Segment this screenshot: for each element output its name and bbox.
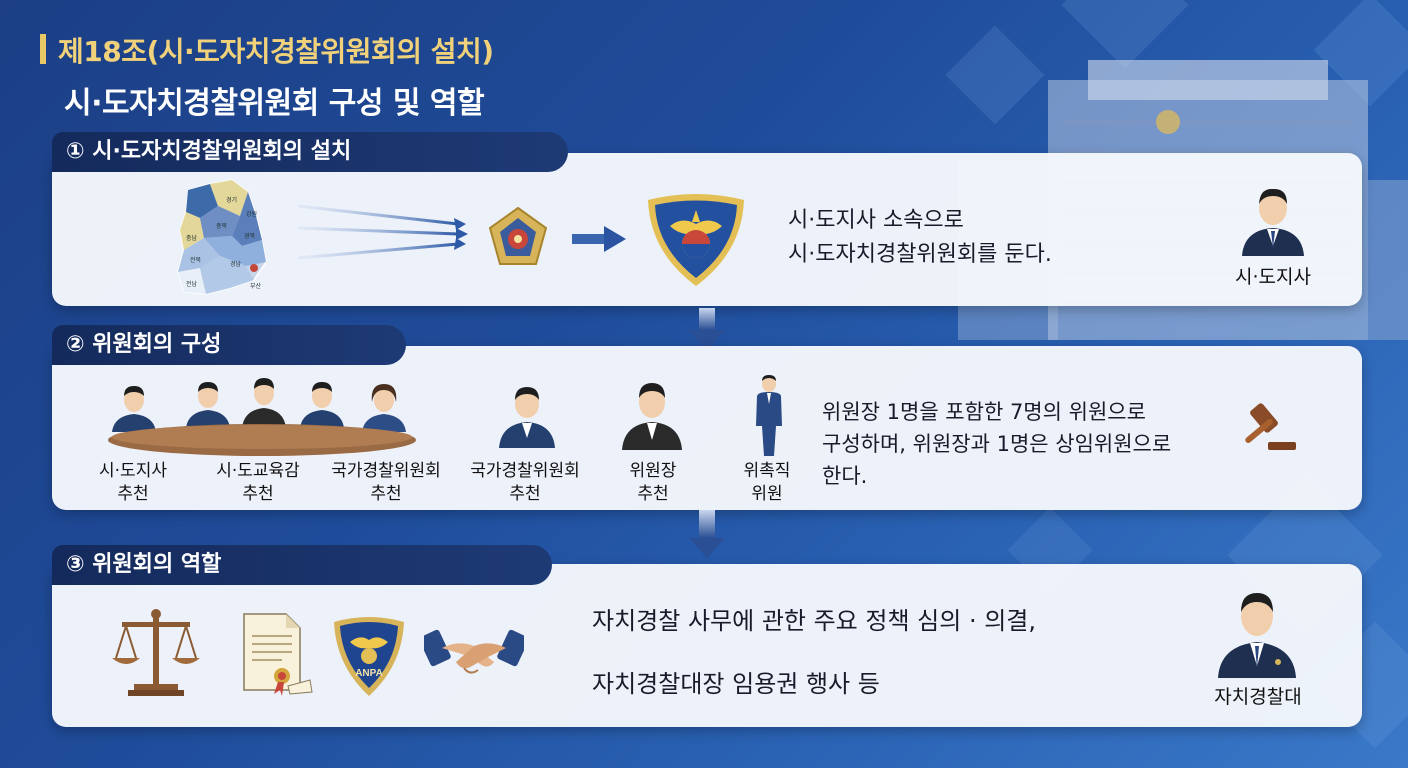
group-1-caption-line-2: 추천 (117, 484, 149, 504)
section-3-tab-label: ③ 위원회의 역할 (66, 552, 222, 577)
group-2-caption-line-1: 시·도교육감 (216, 461, 300, 481)
connector-2-3-arrow (689, 538, 725, 558)
group-4-caption: 국가경찰위원회 추천 (458, 460, 592, 506)
autonomous-police-caption: 자치경찰대 (1214, 686, 1302, 708)
section-1-tab: ① 시·도자치경찰위원회의 설치 (52, 132, 568, 172)
svg-text:경남: 경남 (230, 260, 242, 268)
svg-text:경기: 경기 (226, 196, 237, 204)
governor-caption: 시·도지사 (1235, 266, 1311, 288)
scales-of-justice-icon (112, 609, 200, 696)
group-6-caption-line-2: 위원 (751, 484, 783, 504)
group-1-caption: 시·도지사 추천 (78, 460, 188, 506)
government-emblem-icon (488, 206, 548, 265)
article-title: 제18조(시·도자치경찰위원회의 설치) (58, 35, 494, 68)
section-1-text-line-1: 시·도지사 소속으로 (788, 208, 964, 233)
korea-map-icon: 경기 강원 충남 충북 경북 전북 경남 전남 부산 (177, 179, 267, 295)
converging-arrows-icon (297, 204, 468, 260)
group-5-caption: 위원장 추천 (608, 460, 698, 506)
group-3-caption-line-1: 국가경찰위원회 (331, 461, 441, 481)
handshake-icon (424, 629, 524, 674)
group-2-caption: 시·도교육감 추천 (196, 460, 320, 506)
police-badge-icon: ANPA (334, 617, 404, 696)
autonomous-police-chief-icon (1218, 593, 1296, 678)
group-3-caption: 국가경찰위원회 추천 (320, 460, 452, 506)
section-2-tab: ② 위원회의 구성 (52, 325, 406, 365)
document-certificate-icon (243, 613, 313, 696)
group-4-caption-line-1: 국가경찰위원회 (470, 461, 580, 481)
section-2-tab-label: ② 위원회의 구성 (66, 332, 222, 357)
section-2-text-line-2: 구성하며, 위원장과 1명은 상임위원으로 (822, 432, 1172, 456)
section-2-text-line-3: 한다. (822, 464, 868, 488)
police-shield-icon (648, 194, 744, 286)
title-accent-bar (40, 34, 46, 64)
appointed-member-person-icon (756, 375, 782, 456)
svg-text:전남: 전남 (186, 280, 198, 288)
group-2-caption-line-2: 추천 (242, 484, 274, 504)
svg-text:부산: 부산 (250, 282, 262, 290)
police-commission-person-icon (499, 387, 555, 448)
svg-text:강원: 강원 (246, 210, 257, 218)
page-subtitle: 시·도자치경찰위원회 구성 및 역할 (64, 86, 485, 121)
group-6-caption-line-1: 위촉직 (743, 461, 791, 481)
section-1-tab-label: ① 시·도자치경찰위원회의 설치 (66, 139, 352, 164)
svg-text:충북: 충북 (216, 222, 228, 230)
governor-person-icon (1242, 188, 1304, 256)
badge-text: ANPA (355, 668, 383, 679)
svg-text:전북: 전북 (190, 256, 202, 264)
svg-text:충남: 충남 (186, 234, 198, 242)
group-4-caption-line-2: 추천 (509, 484, 541, 504)
group-5-caption-line-2: 추천 (637, 484, 669, 504)
section-3-tab: ③ 위원회의 역할 (52, 545, 552, 585)
section-3-text-line-1: 자치경찰 사무에 관한 주요 정책 심의 · 의결, (592, 607, 1037, 635)
chairman-person-icon (622, 383, 682, 450)
connector-1-2-arrow (689, 330, 725, 350)
connector-1-2-stem (699, 308, 715, 330)
gavel-icon (1245, 403, 1296, 450)
committee-table-illustration (108, 378, 416, 456)
right-arrow-icon (572, 226, 626, 252)
section-1-text-line-2: 시·도자치경찰위원회를 둔다. (788, 242, 1052, 267)
group-5-caption-line-1: 위원장 (629, 461, 677, 481)
group-3-caption-line-2: 추천 (370, 484, 402, 504)
connector-2-3-stem (699, 510, 715, 538)
section-2-text-line-1: 위원장 1명을 포함한 7명의 위원으로 (822, 400, 1146, 424)
group-1-caption-line-1: 시·도지사 (99, 461, 167, 481)
group-6-caption: 위촉직 위원 (722, 460, 812, 506)
section-3-text-line-2: 자치경찰대장 임용권 행사 등 (592, 670, 880, 698)
svg-text:경북: 경북 (244, 233, 256, 240)
